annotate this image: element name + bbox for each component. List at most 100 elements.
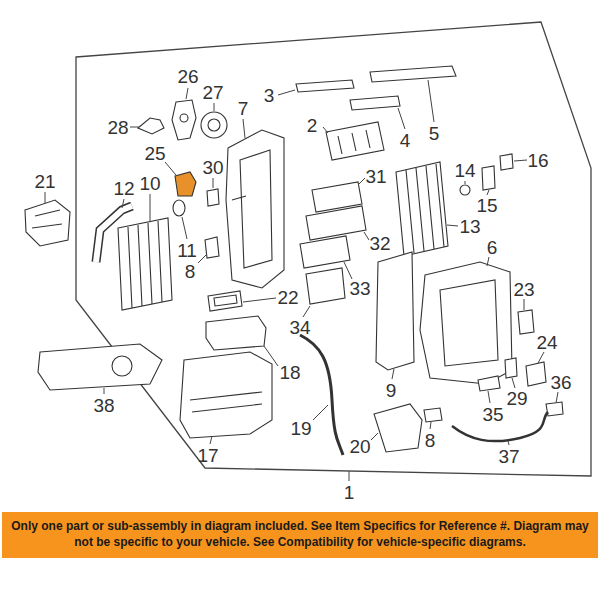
seal-strip (296, 80, 354, 92)
bracket-part (138, 118, 164, 134)
case-part (420, 262, 512, 384)
callout-number: 25 (144, 144, 165, 163)
leader-line (371, 433, 378, 440)
callout-number: 2 (307, 116, 318, 135)
leader-line (198, 255, 206, 263)
leader-line (524, 299, 525, 310)
callout-number: 31 (365, 167, 386, 186)
callout-number: 16 (527, 151, 548, 170)
ring-part (173, 200, 185, 216)
callout-number: 3 (264, 86, 275, 105)
heater-core (118, 218, 172, 310)
sensor-part (478, 376, 500, 391)
callout-number: 34 (289, 318, 310, 337)
callout-number: 26 (177, 67, 198, 86)
case-part (226, 130, 284, 288)
callout-number: 13 (459, 217, 480, 236)
seal-part (500, 154, 513, 170)
callout-number: 6 (487, 238, 498, 257)
callout-number: 15 (476, 196, 497, 215)
motor-detail (208, 119, 220, 131)
duct-part (374, 404, 422, 452)
actuator-detail (180, 114, 188, 122)
callout-number: 1 (344, 483, 355, 502)
case-detail (440, 280, 498, 366)
callout-number: 24 (536, 333, 557, 352)
leader-line (186, 88, 188, 99)
assembly-outline (76, 22, 591, 476)
seal-part (208, 291, 242, 311)
seal-strip (350, 96, 400, 110)
leader-line (45, 192, 46, 203)
callout-number: 17 (197, 446, 218, 465)
leader-line (264, 346, 278, 366)
leader-line (487, 257, 489, 266)
callout-number: 20 (349, 437, 370, 456)
callout-number: 23 (513, 280, 534, 299)
seal-part (482, 166, 495, 190)
callout-number: 28 (107, 118, 128, 137)
connector-part (546, 402, 563, 416)
sensor-part (505, 358, 517, 378)
leader-line (182, 217, 187, 239)
leader-line (488, 391, 490, 403)
leader-line (538, 352, 544, 363)
callout-number: 8 (185, 262, 196, 281)
notice-text: Only one part or sub-assembly in diagram… (10, 518, 590, 550)
case-detail (232, 150, 272, 268)
filter-part (306, 268, 345, 304)
callout-number: 35 (482, 405, 503, 424)
leader-line (392, 369, 394, 379)
leader-line (214, 103, 215, 111)
sensor-part (518, 310, 534, 334)
duct-part (25, 200, 70, 246)
callout-number: 32 (369, 234, 390, 253)
leader-line (514, 160, 527, 161)
callout-number: 27 (202, 83, 223, 102)
motor-part (201, 112, 227, 138)
heater-core-fins (128, 221, 162, 308)
callout-number: 29 (506, 389, 527, 408)
seal-part (205, 237, 219, 258)
evaporator-fins (406, 164, 444, 253)
leader-line (323, 127, 328, 133)
leader-line (150, 194, 151, 222)
cover-detail (112, 356, 132, 376)
callout-number: 18 (279, 363, 300, 382)
leader-line (349, 471, 350, 481)
callout-number: 38 (93, 396, 114, 415)
leader-line (122, 199, 124, 208)
actuator-part (172, 100, 196, 140)
callout-number: 12 (113, 179, 134, 198)
cover-part (38, 344, 162, 390)
callout-number: 14 (454, 161, 475, 180)
leader-line (313, 405, 328, 420)
sensor-part (526, 362, 546, 386)
callout-number: 11 (177, 241, 197, 260)
duct-part (206, 316, 266, 350)
leader-line (303, 306, 310, 317)
leader-line (104, 388, 105, 394)
seal-part (424, 408, 442, 422)
leader-line (487, 190, 489, 195)
highlighted-actuator (175, 172, 196, 196)
callout-number: 19 (290, 419, 311, 438)
leader-line (243, 119, 245, 138)
leader-line (165, 162, 176, 175)
evaporator-core (396, 162, 448, 256)
panel-part (376, 252, 414, 370)
leader-line (344, 262, 352, 279)
leader-line (430, 422, 431, 429)
lower-case-detail (190, 392, 262, 412)
filter-part (300, 236, 350, 268)
callout-number: 33 (349, 279, 370, 298)
callout-number: 4 (400, 131, 411, 150)
leader-line (398, 108, 405, 129)
filter-part (306, 206, 366, 240)
door-part (326, 122, 384, 160)
callout-number: 7 (238, 99, 249, 118)
callout-number: 8 (425, 431, 436, 450)
lower-case (180, 352, 272, 438)
